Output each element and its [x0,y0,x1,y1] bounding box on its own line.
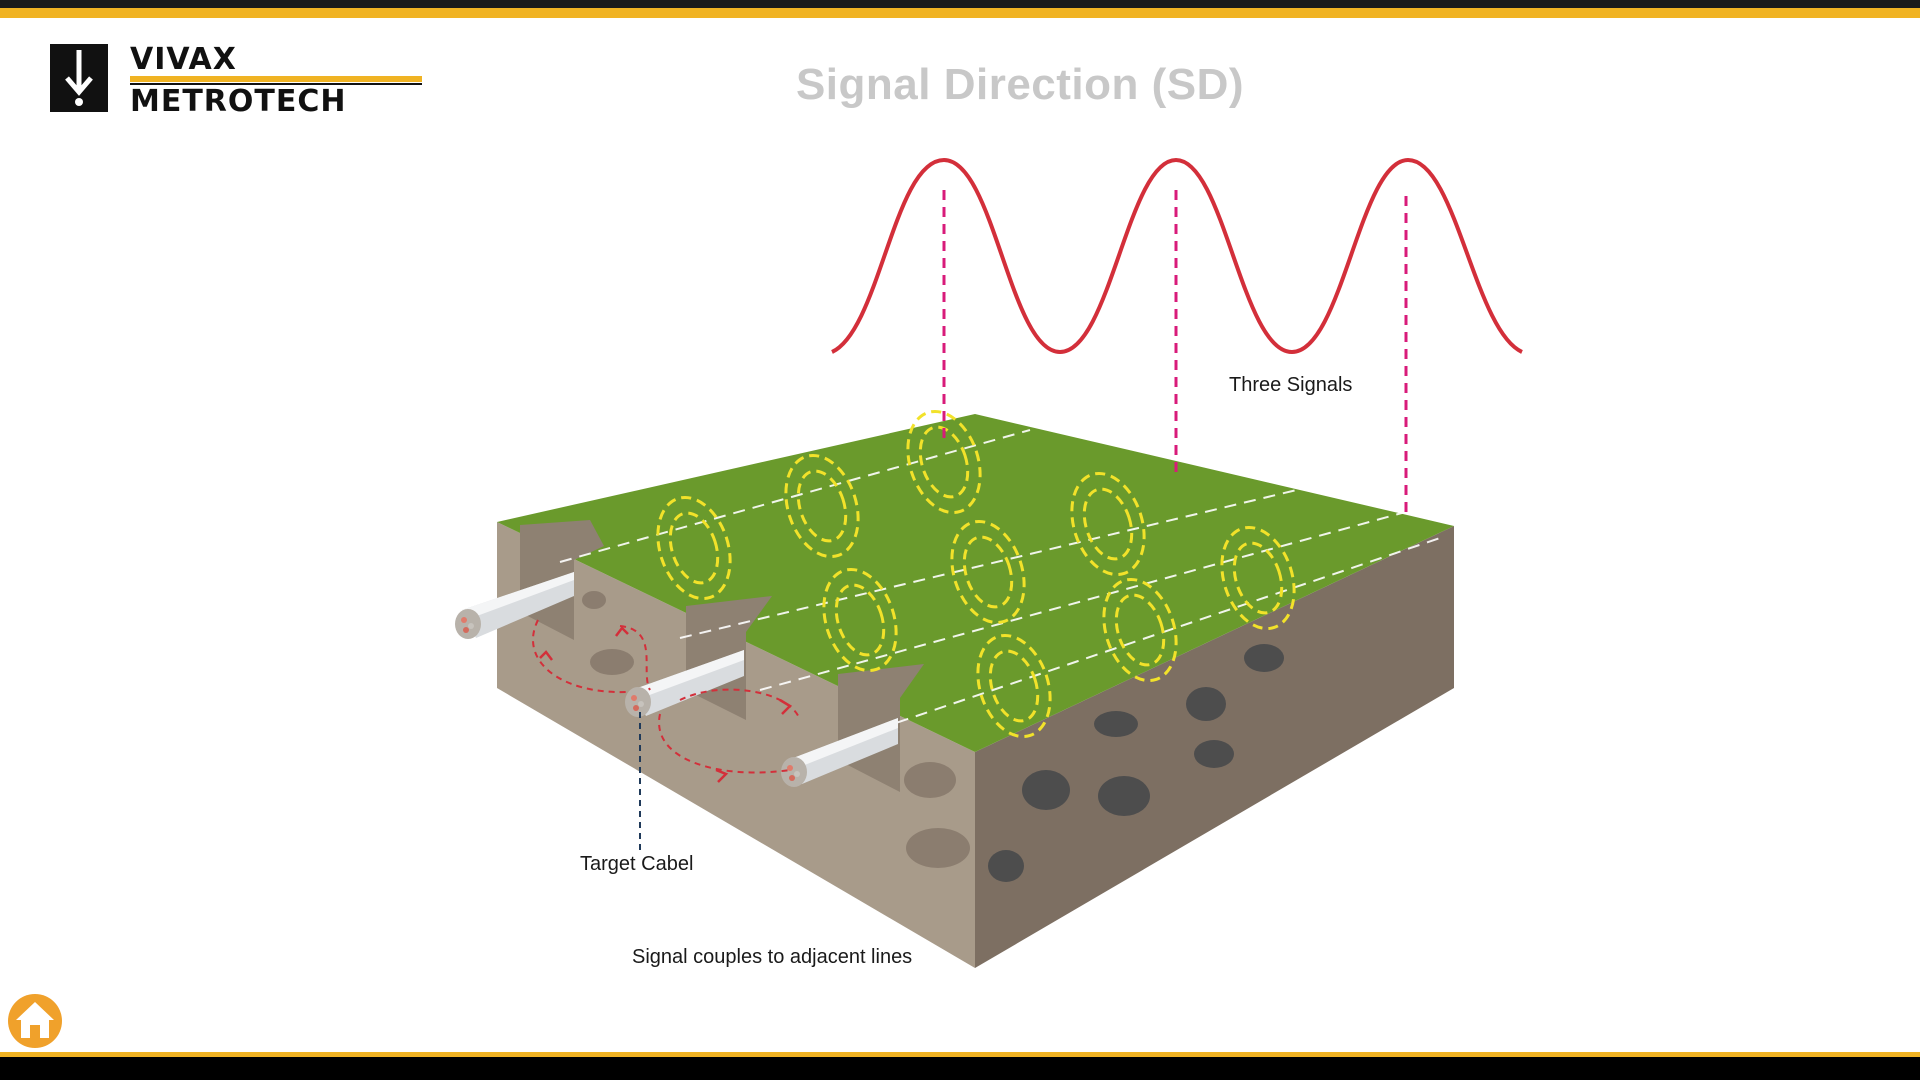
label-three-signals: Three Signals [1229,374,1352,397]
rock [988,850,1024,882]
rock [1098,776,1150,816]
rock [1094,711,1138,737]
rock [1194,740,1234,768]
rock [1022,770,1070,810]
signal-wave [832,160,1522,352]
rock [590,649,634,675]
label-target-cable: Target Cabel [580,853,693,876]
rock [906,828,970,868]
home-icon[interactable] [6,992,64,1050]
rock [582,591,606,609]
bottom-accent-stripe [0,1052,1920,1057]
bottom-bar [0,1052,1920,1080]
label-signal-couples: Signal couples to adjacent lines [632,946,912,969]
rock [1244,644,1284,672]
rock [904,762,956,798]
rock [1186,687,1226,721]
home-button[interactable] [6,992,64,1050]
